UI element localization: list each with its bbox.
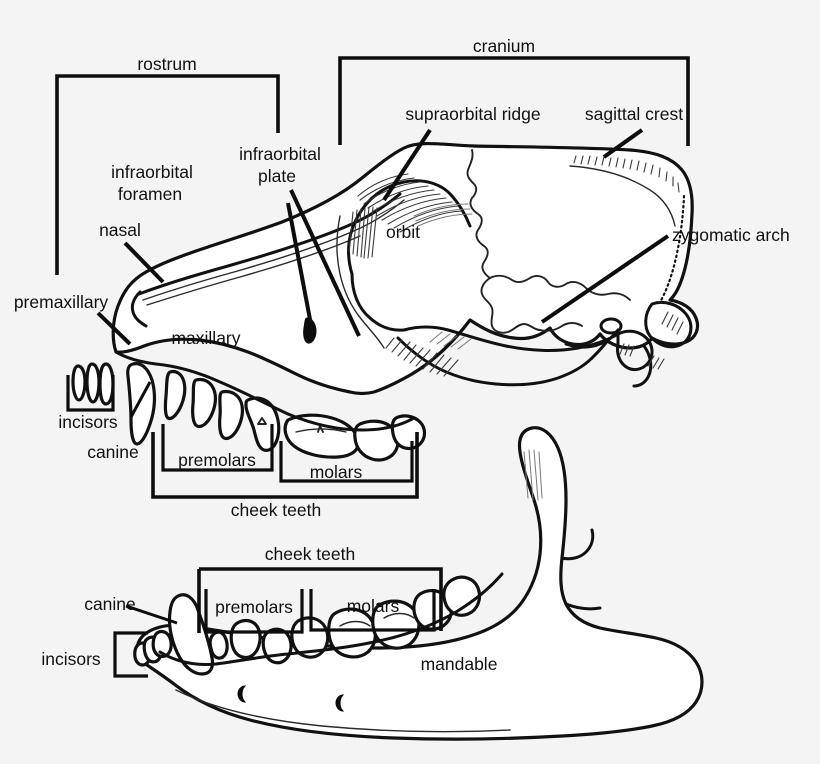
upper-incisor-3 [98, 362, 115, 406]
temporal-suture [489, 274, 631, 301]
mandible-angular-process [564, 602, 602, 611]
incisors-upper-label: incisors [58, 412, 118, 432]
maxillary-label: maxillary [171, 328, 240, 348]
premaxilla-notch [130, 290, 148, 328]
premolars-upper-bracket [161, 424, 274, 472]
leader-premaxillary [96, 311, 132, 346]
occipital-dotted-edge [658, 194, 686, 304]
lower-premolar-2 [229, 618, 262, 660]
ramus-hatching [523, 449, 543, 501]
molar-occlusal-line [295, 428, 347, 433]
tympanic-bulla [644, 300, 693, 349]
lacrimal-suture [336, 215, 385, 349]
leader-sagittal-crest [602, 128, 644, 159]
cheek-teeth-upper-bracket [151, 432, 419, 499]
mandible-alveolar-border [158, 572, 504, 666]
lower-molar-4 [442, 575, 482, 617]
molars-upper-bracket [279, 441, 414, 483]
leader-infraorbital-foramen [286, 202, 314, 331]
rostrum-bracket [55, 74, 280, 275]
molars-upper-label: molars [310, 462, 363, 482]
infraorbital-foramen-label-line1: infraorbital [111, 162, 193, 182]
lower-molar-cusp-line [339, 620, 371, 627]
maxilla-alveolar-border [114, 350, 416, 432]
upper-premolar-1 [163, 369, 187, 421]
squamosal-suture [480, 277, 541, 334]
incisors-lower-bracket [113, 631, 148, 678]
infraorbital-plate-label-line1: infraorbital [239, 144, 321, 164]
upper-molar-1 [283, 413, 360, 459]
canine-lower-label: canine [84, 594, 136, 614]
upper-skull-group [71, 141, 700, 462]
molars-lower-bracket [309, 589, 436, 632]
cheek-teeth-lower-label: cheek teeth [265, 544, 355, 564]
mandible-condyle [560, 528, 595, 561]
infraorbital-foramen-label-line2: foramen [118, 184, 182, 204]
premolars-upper-label: premolars [178, 450, 256, 470]
coronal-suture [466, 149, 491, 279]
upper-incisor-2 [85, 362, 101, 404]
nasal-label: nasal [99, 220, 141, 240]
paroccipital-process [632, 344, 653, 388]
cranium-bracket [338, 56, 690, 146]
mental-foramen-2 [335, 694, 345, 712]
incisors-lower-label: incisors [41, 649, 101, 669]
cheek-teeth-lower-bracket [197, 567, 443, 633]
supraorbital-soft-shading [413, 203, 473, 227]
mandible-label: mandable [421, 654, 498, 674]
cranium-label: cranium [473, 36, 535, 56]
upper-premolar-3 [218, 389, 245, 441]
sagittal-crest-inner-line [569, 165, 676, 227]
canine-upper-label: canine [87, 442, 139, 462]
infraorbital-plate-label-line2: plate [258, 166, 296, 186]
premolars-lower-bracket [204, 589, 304, 634]
orbit-label: orbit [386, 222, 420, 242]
leader-canine-lower [125, 604, 178, 625]
sagittal-crest-hatching [573, 155, 680, 193]
leader-infraorbital-plate [289, 189, 361, 337]
nasal-bone-line-2 [142, 199, 405, 301]
bulla-hatching [647, 311, 684, 370]
orbit-rim-lower [350, 272, 406, 332]
mandible-ventral-inner-line [175, 689, 511, 733]
premolars-lower-label: premolars [215, 597, 293, 617]
supraorbital-ridge-label: supraorbital ridge [405, 104, 540, 124]
upper-premolar-2 [191, 377, 218, 429]
temporal-fossa-hatching [429, 331, 472, 350]
zygomatic-arch-label: zygomatic arch [672, 225, 790, 245]
sagittal-crest-label: sagittal crest [585, 104, 683, 124]
mandible-group [133, 426, 704, 741]
condyle-hatching [619, 343, 635, 357]
mandibular-fossa [564, 328, 620, 349]
zygomatic-arch-lower [396, 336, 594, 387]
nasal-bone-line-3 [146, 235, 361, 306]
molars-lower-label: molars [347, 596, 400, 616]
leader-zygomatic-arch [540, 234, 670, 324]
external-auditory-meatus [599, 317, 623, 335]
leader-nasal [123, 241, 165, 284]
carnassial-cusp-mark [257, 417, 267, 425]
zygomatic-under-hatching [385, 337, 459, 377]
leader-canine-upper [129, 381, 152, 418]
lower-molar2-cusp-line [383, 612, 415, 619]
frontal-suture [539, 322, 583, 332]
mental-foramen-1 [237, 685, 247, 703]
incisors-upper-bracket [66, 375, 115, 412]
lower-incisor-3 [151, 629, 173, 659]
premaxillary-label: premaxillary [14, 292, 109, 312]
rostrum-label: rostrum [137, 54, 196, 74]
upper-incisor-1 [71, 364, 87, 402]
lower-premolar-1 [208, 630, 229, 660]
orbit-anterior-hatching [348, 206, 378, 259]
cheek-teeth-upper-label: cheek teeth [231, 500, 321, 520]
leader-supraorbital-ridge [382, 128, 432, 202]
